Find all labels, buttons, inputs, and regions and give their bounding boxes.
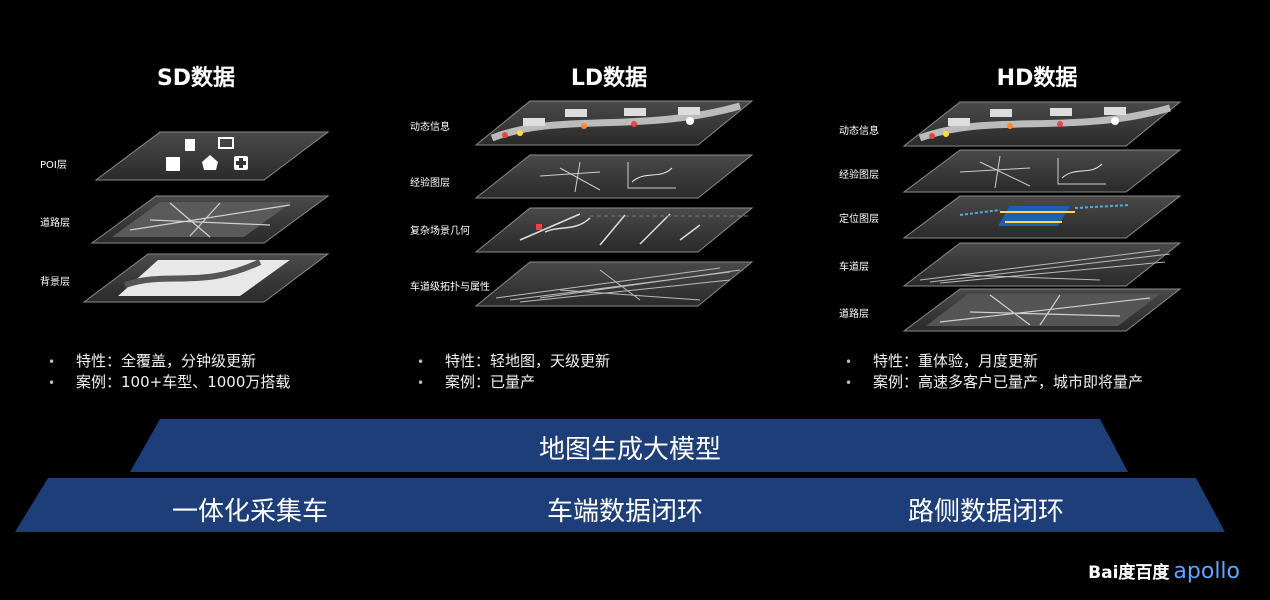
sd-title: SD数据 xyxy=(156,66,236,91)
top-band-label: 地图生成大模型 xyxy=(538,435,721,465)
hd-road-layer xyxy=(902,288,1182,332)
ld-title: LD数据 xyxy=(570,66,648,91)
ld-dynamic-layer xyxy=(474,100,754,146)
sd-layer-label-road: 道路层 xyxy=(40,218,70,229)
apollo-logo-text: apollo xyxy=(1173,559,1240,584)
ld-experience-layer xyxy=(474,154,754,199)
hd-experience-layer xyxy=(902,149,1182,193)
hd-layer-label-road: 道路层 xyxy=(839,309,869,320)
list-item: •案例：100+车型、1000万搭载 xyxy=(48,373,291,391)
list-item: •案例：已量产 xyxy=(417,373,536,391)
bottom-band-label-onboard: 车端数据闭环 xyxy=(546,497,703,527)
hd-title: HD数据 xyxy=(996,66,1078,91)
hd-layer-label-experience: 经验图层 xyxy=(839,170,879,181)
hd-bullets: •特性：重体验，月度更新 •案例：高速多客户已量产，城市即将量产 xyxy=(845,351,1143,393)
hd-lane-layer xyxy=(902,242,1182,287)
list-item: •案例：高速多客户已量产，城市即将量产 xyxy=(845,373,1144,391)
hd-dynamic-layer xyxy=(902,101,1182,147)
list-item: •特性：全覆盖，分钟级更新 xyxy=(48,352,257,370)
ld-layer-label-experience: 经验图层 xyxy=(410,178,450,189)
ld-layer-label-topology: 车道级拓扑与属性 xyxy=(410,282,490,293)
sd-road-layer xyxy=(90,195,330,244)
ld-layer-label-geometry: 复杂场景几何 xyxy=(410,226,470,237)
ld-complex-geometry-layer xyxy=(474,207,754,253)
list-item: •特性：轻地图，天级更新 xyxy=(417,352,611,370)
hd-layer-label-dynamic: 动态信息 xyxy=(839,126,879,137)
ld-lane-topology-layer xyxy=(474,261,754,307)
hd-localization-layer xyxy=(902,195,1182,239)
bottom-band-shape xyxy=(15,478,1225,532)
sd-poi-layer xyxy=(94,131,330,181)
ld-bullets: •特性：轻地图，天级更新 •案例：已量产 xyxy=(417,351,610,393)
ld-layer-label-dynamic: 动态信息 xyxy=(410,122,450,133)
top-band-shape xyxy=(130,419,1128,472)
baidu-logo-text: Bai度百度 xyxy=(1088,563,1170,583)
hd-layer-label-localization: 定位图层 xyxy=(839,214,879,225)
list-item: •特性：重体验，月度更新 xyxy=(845,352,1039,370)
sd-bullets: •特性：全覆盖，分钟级更新 •案例：100+车型、1000万搭载 xyxy=(48,351,290,393)
sd-layer-label-poi: POI层 xyxy=(40,160,67,171)
bottom-band-label-vehicle: 一体化采集车 xyxy=(171,497,328,527)
sd-background-layer xyxy=(82,253,330,303)
sd-layer-label-background: 背景层 xyxy=(40,277,70,288)
bottom-band-label-roadside: 路侧数据闭环 xyxy=(907,497,1064,527)
hd-layer-label-lane: 车道层 xyxy=(839,262,869,273)
